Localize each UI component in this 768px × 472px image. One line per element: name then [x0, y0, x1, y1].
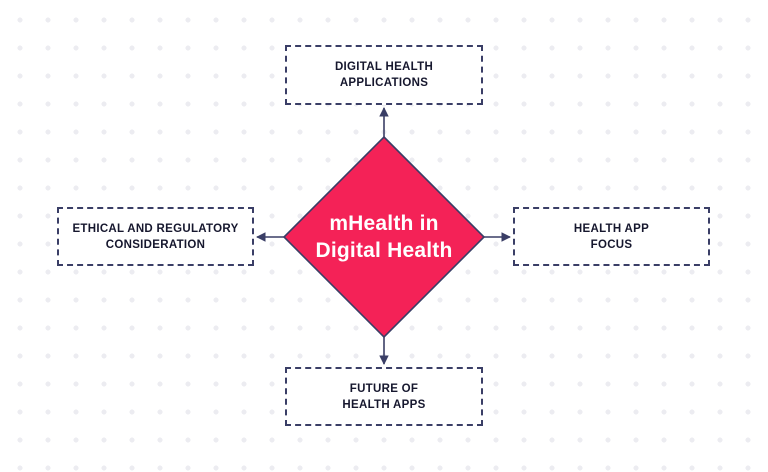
node-top-line-1: DIGITAL HEALTH	[334, 61, 434, 73]
node-future-of-health-apps: FUTURE OF HEALTH APPS	[285, 367, 483, 426]
node-top-line-2: APPLICATIONS	[339, 77, 429, 89]
node-health-app-focus: HEALTH APP FOCUS	[513, 207, 710, 266]
center-label-line-2: Digital Health	[315, 239, 453, 262]
center-label-line-1: mHealth in	[329, 212, 439, 235]
node-left-line-2: CONSIDERATION	[105, 238, 206, 251]
node-digital-health-applications: DIGITAL HEALTH APPLICATIONS	[285, 45, 483, 105]
node-left-line-1: ETHICAL AND REGULATORY	[72, 222, 239, 235]
node-right-line-2: FOCUS	[590, 238, 633, 251]
center-diamond	[282, 135, 486, 339]
node-right-line-1: HEALTH APP	[573, 222, 650, 235]
node-ethical-regulatory-consideration: ETHICAL AND REGULATORY CONSIDERATION	[57, 207, 254, 266]
node-bottom-line-2: HEALTH APPS	[342, 398, 426, 411]
node-bottom-line-1: FUTURE OF	[349, 382, 419, 395]
center-label: mHealth in Digital Health	[284, 195, 484, 279]
